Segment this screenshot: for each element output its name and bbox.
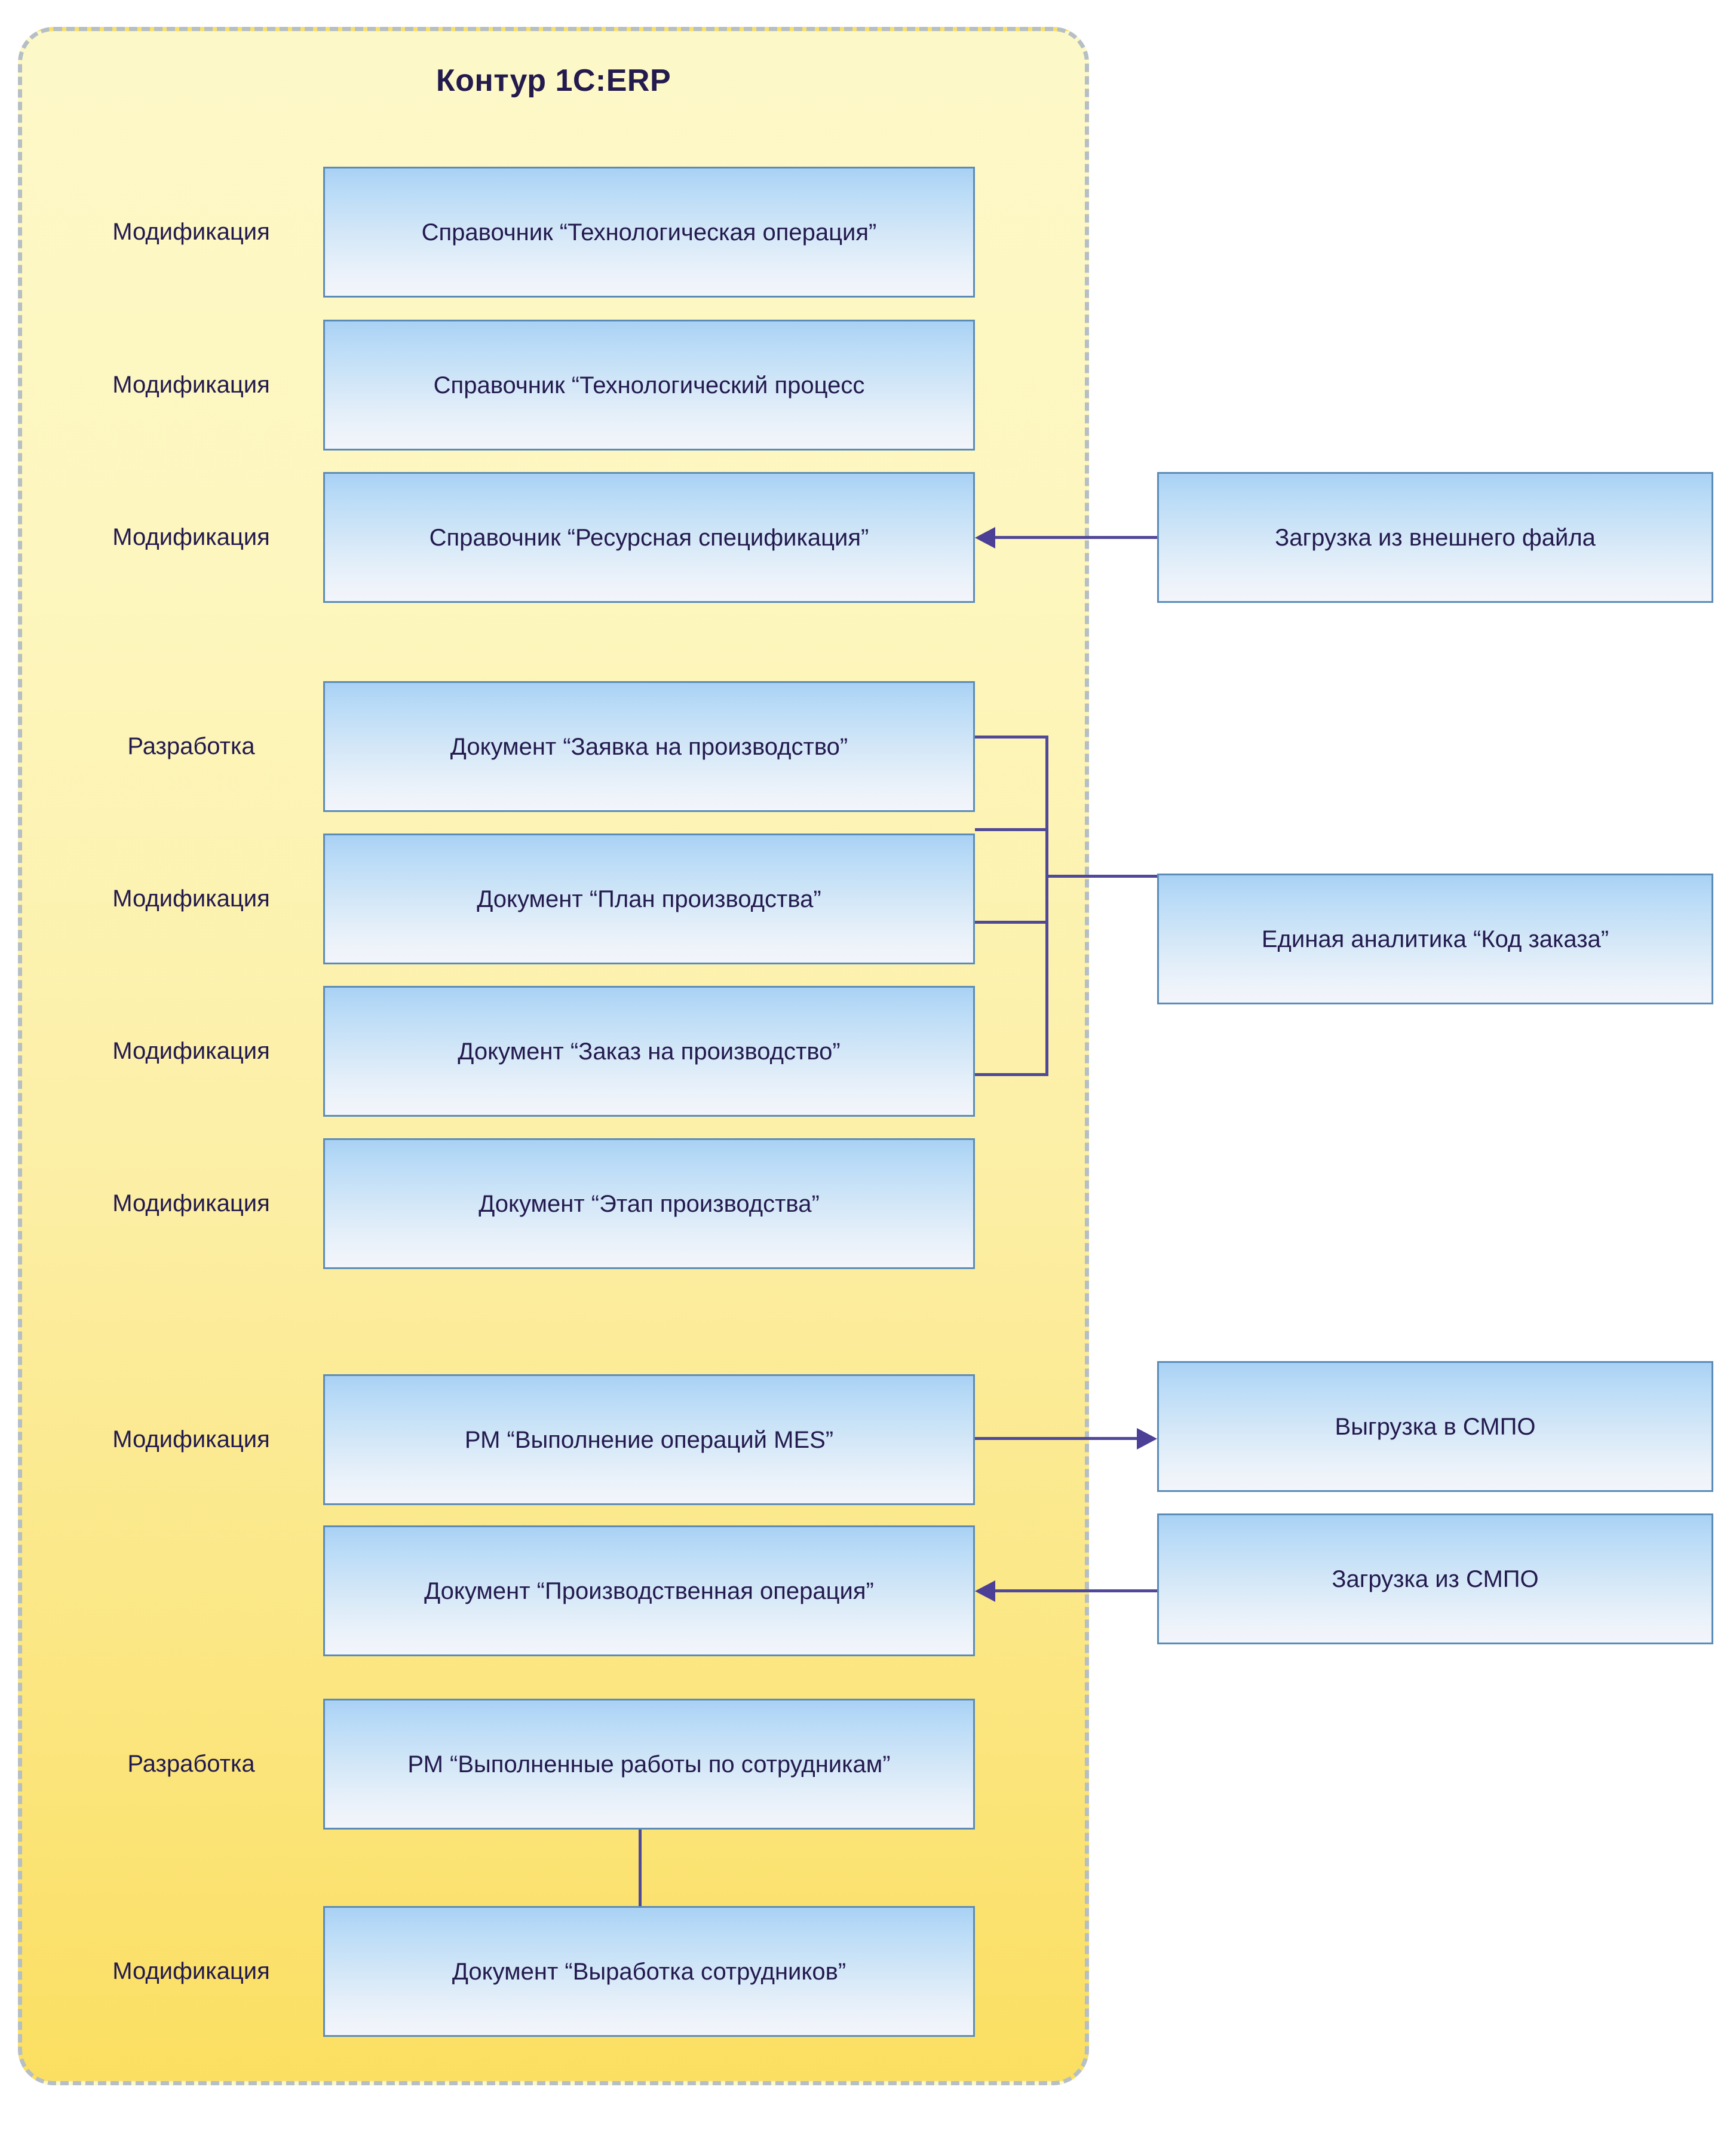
side-label-modification-3: Модификация [112, 524, 270, 550]
node-import-from-smpo[interactable]: Загрузка из СМПО [1157, 1513, 1713, 1644]
node-label: Выгрузка в СМПО [1335, 1413, 1536, 1440]
node-label: Справочник “Ресурсная спецификация” [429, 524, 869, 551]
bracket-to-analytic [1045, 875, 1157, 878]
arrow-left-icon [975, 527, 995, 549]
node-resource-spec[interactable]: Справочник “Ресурсная спецификация” [323, 472, 975, 603]
bracket-stub-request [975, 736, 1048, 739]
page-title: Контур 1С:ERP [435, 63, 671, 98]
node-label: Справочник “Технологический процесс [433, 372, 865, 399]
bracket-stub-stage [975, 1073, 1048, 1076]
node-production-order[interactable]: Документ “Заказ на производство” [323, 986, 975, 1117]
node-label: Загрузка из СМПО [1332, 1565, 1539, 1592]
side-label-modification-8: Модификация [112, 1958, 270, 1984]
node-production-stage[interactable]: Документ “Этап производства” [323, 1138, 975, 1269]
node-load-external-file[interactable]: Загрузка из внешнего файла [1157, 472, 1713, 603]
node-label: Документ “План производства” [477, 885, 821, 912]
bracket-stub-plan [975, 828, 1048, 831]
node-label: Загрузка из внешнего файла [1275, 524, 1596, 551]
side-label-modification-6: Модификация [112, 1190, 270, 1217]
node-label: Документ “Выработка сотрудников” [452, 1958, 846, 1985]
node-mes-operations[interactable]: РМ “Выполнение операций MES” [323, 1374, 975, 1505]
node-production-request[interactable]: Документ “Заявка на производство” [323, 681, 975, 812]
node-tech-operation[interactable]: Справочник “Технологическая операция” [323, 167, 975, 298]
arrow-right-icon [1137, 1428, 1157, 1450]
node-order-code-analytic[interactable]: Единая аналитика “Код заказа” [1157, 874, 1713, 1004]
node-production-plan[interactable]: Документ “План производства” [323, 834, 975, 964]
node-label: Справочник “Технологическая операция” [421, 219, 877, 246]
node-label: Документ “Заказ на производство” [458, 1038, 841, 1065]
bracket-spine [1045, 736, 1048, 1076]
node-tech-process[interactable]: Справочник “Технологический процесс [323, 320, 975, 451]
side-label-development-1: Разработка [127, 733, 255, 759]
node-label: РМ “Выполнение операций MES” [464, 1426, 834, 1453]
node-label: Единая аналитика “Код заказа” [1261, 926, 1609, 952]
node-export-to-smpo[interactable]: Выгрузка в СМПО [1157, 1361, 1713, 1492]
node-completed-works-by-employee[interactable]: РМ “Выполненные работы по сотрудникам” [323, 1699, 975, 1830]
side-label-modification-2: Модификация [112, 372, 270, 398]
connector-mes-to-export [975, 1437, 1137, 1440]
node-label: РМ “Выполненные работы по сотрудникам” [407, 1751, 891, 1778]
node-production-operation[interactable]: Документ “Производственная операция” [323, 1525, 975, 1656]
bracket-stub-order [975, 921, 1048, 924]
connector-external-file-to-resource-spec [995, 536, 1157, 539]
connector-import-to-production-operation [995, 1589, 1157, 1592]
arrow-left-icon [975, 1580, 995, 1602]
side-label-modification-7: Модификация [112, 1426, 270, 1453]
side-label-modification-1: Модификация [112, 219, 270, 245]
side-label-modification-4: Модификация [112, 885, 270, 912]
side-label-development-2: Разработка [127, 1751, 255, 1777]
node-label: Документ “Заявка на производство” [450, 733, 848, 760]
node-label: Документ “Этап производства” [479, 1190, 820, 1217]
side-label-modification-5: Модификация [112, 1038, 270, 1064]
node-employee-output[interactable]: Документ “Выработка сотрудников” [323, 1906, 975, 2037]
node-label: Документ “Производственная операция” [424, 1577, 874, 1604]
